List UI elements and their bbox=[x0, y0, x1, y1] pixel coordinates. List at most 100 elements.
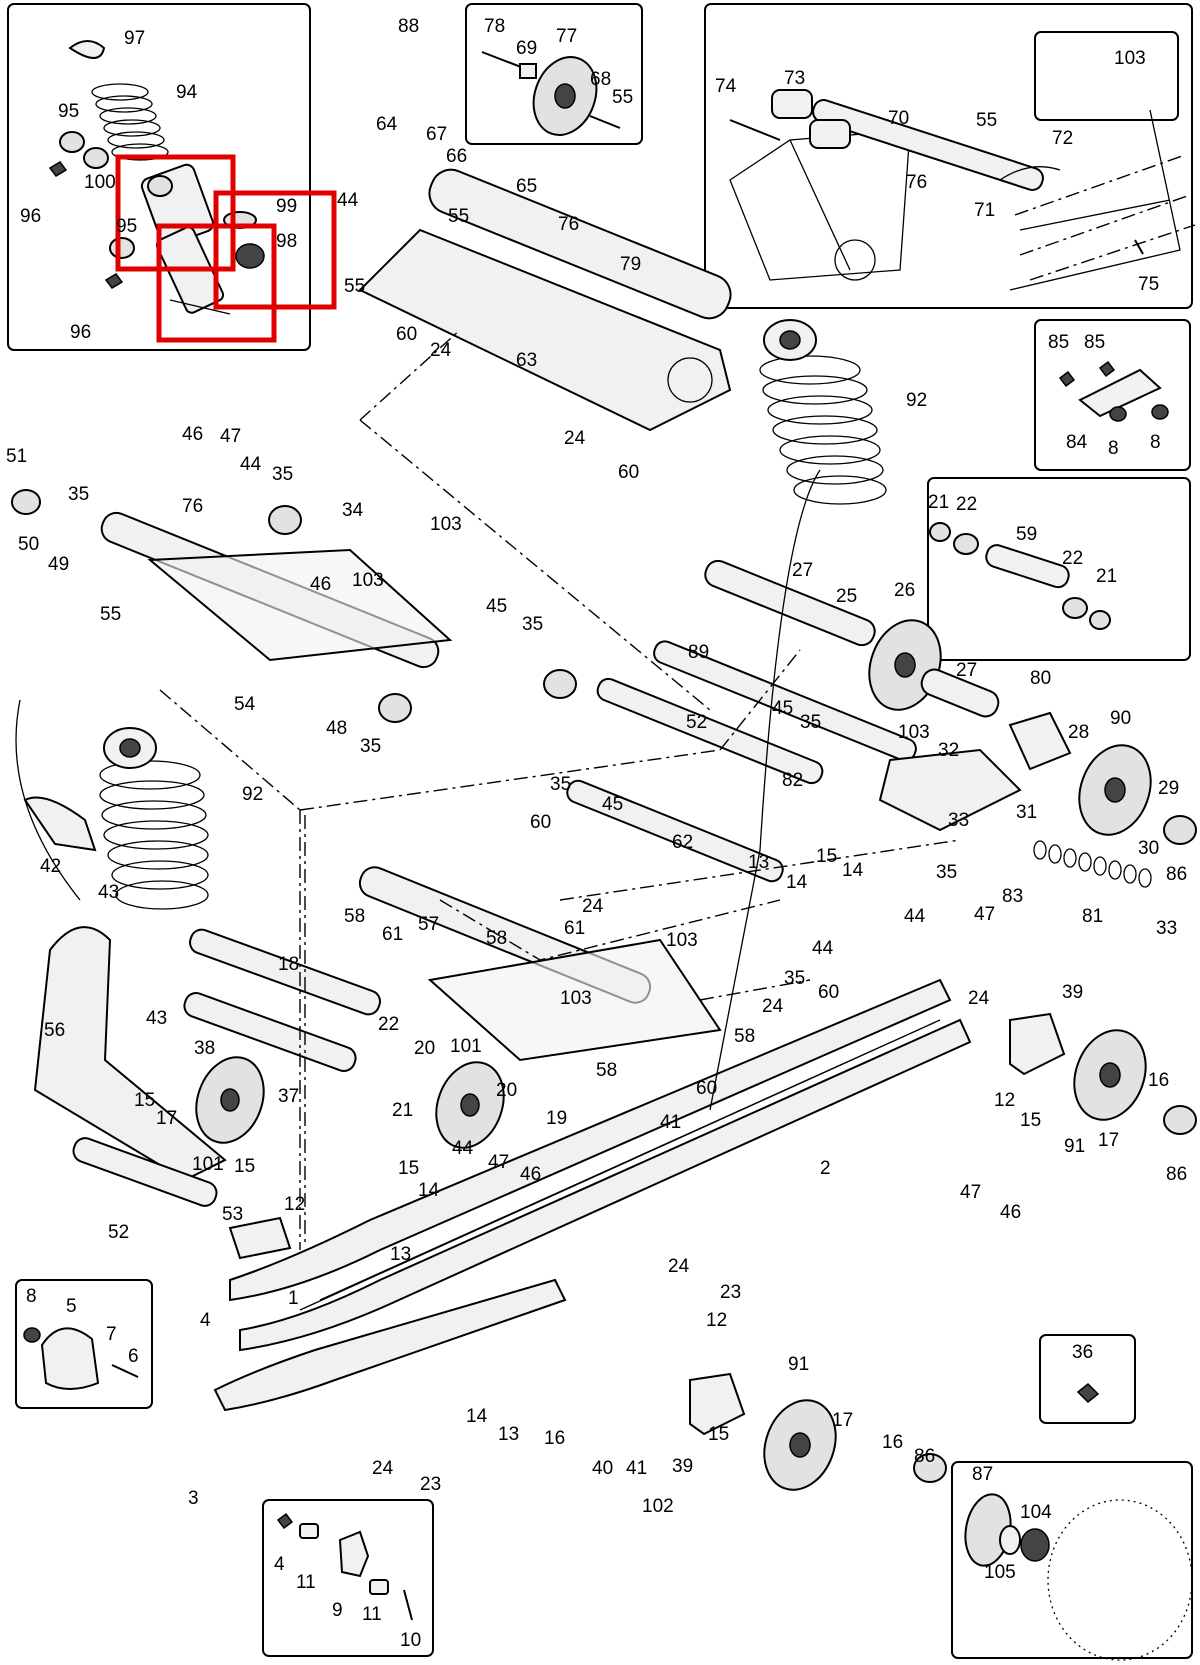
callout-73: 73 bbox=[784, 68, 805, 89]
callout-60: 60 bbox=[530, 812, 551, 833]
callout-13: 13 bbox=[498, 1424, 519, 1445]
callout-39: 39 bbox=[672, 1456, 693, 1477]
callout-61: 61 bbox=[564, 918, 585, 939]
callout-103: 103 bbox=[1114, 48, 1146, 69]
callout-86: 86 bbox=[1166, 1164, 1187, 1185]
callout-44: 44 bbox=[812, 938, 834, 959]
callout-22: 22 bbox=[1062, 548, 1083, 569]
callout-35: 35 bbox=[800, 712, 821, 733]
callout-24: 24 bbox=[564, 428, 586, 449]
callout-35: 35 bbox=[68, 484, 89, 505]
callout-47: 47 bbox=[960, 1182, 981, 1203]
callout-45: 45 bbox=[602, 794, 623, 815]
callout-60: 60 bbox=[696, 1078, 717, 1099]
highlight-boxes bbox=[115, 154, 337, 343]
callout-57: 57 bbox=[418, 914, 439, 935]
callout-15: 15 bbox=[1020, 1110, 1041, 1131]
callout-43: 43 bbox=[146, 1008, 167, 1029]
callout-45: 45 bbox=[486, 596, 507, 617]
callout-32: 32 bbox=[938, 740, 959, 761]
callout-80: 80 bbox=[1030, 668, 1051, 689]
callout-27: 27 bbox=[956, 660, 977, 681]
callout-31: 31 bbox=[1016, 802, 1037, 823]
callout-labels: 97 94 95 96 100 95 99 98 96 88 78 69 77 … bbox=[6, 16, 1187, 1651]
callout-33: 33 bbox=[948, 810, 969, 831]
callout-11: 11 bbox=[296, 1572, 316, 1593]
callout-62: 62 bbox=[672, 832, 693, 853]
callout-79: 79 bbox=[620, 254, 641, 275]
inset-box-sprocket-detail bbox=[951, 1461, 1193, 1661]
callout-35: 35 bbox=[936, 862, 957, 883]
callout-90: 90 bbox=[1110, 708, 1131, 729]
callout-55: 55 bbox=[344, 276, 365, 297]
callout-51: 51 bbox=[6, 446, 27, 467]
callout-47: 47 bbox=[488, 1152, 509, 1173]
callout-67: 67 bbox=[426, 124, 447, 145]
callout-13: 13 bbox=[390, 1244, 411, 1265]
callout-21: 21 bbox=[928, 492, 949, 513]
callout-65: 65 bbox=[516, 176, 537, 197]
callout-17: 17 bbox=[156, 1108, 177, 1129]
inset-box-wheel-bracket bbox=[465, 3, 643, 145]
lower-cross-shafts bbox=[33, 926, 505, 1207]
callout-88: 88 bbox=[398, 16, 419, 37]
callout-30: 30 bbox=[1138, 838, 1159, 859]
callout-11: 11 bbox=[362, 1604, 382, 1625]
callout-19: 19 bbox=[546, 1108, 567, 1129]
rear-shock-spring-top bbox=[759, 319, 887, 505]
callout-55: 55 bbox=[448, 206, 469, 227]
callout-50: 50 bbox=[18, 534, 39, 555]
callout-86: 86 bbox=[914, 1446, 935, 1467]
callout-53: 53 bbox=[222, 1204, 243, 1225]
callout-45: 45 bbox=[772, 698, 793, 719]
callout-5: 5 bbox=[66, 1296, 77, 1317]
callout-44: 44 bbox=[452, 1138, 474, 1159]
callout-6: 6 bbox=[128, 1346, 139, 1367]
callout-23: 23 bbox=[420, 1474, 441, 1495]
callout-1: 1 bbox=[288, 1288, 299, 1309]
callout-52: 52 bbox=[686, 712, 707, 733]
callout-14: 14 bbox=[418, 1180, 440, 1201]
callout-48: 48 bbox=[326, 718, 347, 739]
callout-76: 76 bbox=[906, 172, 927, 193]
callout-46: 46 bbox=[520, 1164, 541, 1185]
inset-box-slider-shoe bbox=[15, 1279, 153, 1409]
front-swing-arm bbox=[11, 489, 577, 723]
callout-55: 55 bbox=[612, 87, 633, 108]
callout-72: 72 bbox=[1052, 128, 1073, 149]
callout-24: 24 bbox=[762, 996, 784, 1017]
callout-49: 49 bbox=[48, 554, 69, 575]
callout-96: 96 bbox=[70, 322, 91, 343]
callout-55: 55 bbox=[100, 604, 121, 625]
callout-14: 14 bbox=[466, 1406, 488, 1427]
callout-17: 17 bbox=[1098, 1130, 1119, 1151]
callout-89: 89 bbox=[688, 642, 709, 663]
callout-76: 76 bbox=[182, 496, 203, 517]
callout-37: 37 bbox=[278, 1086, 299, 1107]
callout-101: 101 bbox=[450, 1036, 482, 1057]
callout-8: 8 bbox=[1108, 438, 1119, 459]
callout-86: 86 bbox=[1166, 864, 1187, 885]
callout-41: 41 bbox=[660, 1112, 681, 1133]
callout-55: 55 bbox=[976, 110, 997, 131]
callout-68: 68 bbox=[590, 69, 611, 90]
inset-box-torque-arm bbox=[704, 3, 1196, 309]
callout-84: 84 bbox=[1066, 432, 1088, 453]
inset-box-stopper bbox=[1039, 1334, 1136, 1424]
callout-99: 99 bbox=[276, 196, 297, 217]
callout-28: 28 bbox=[1068, 722, 1089, 743]
callout-15: 15 bbox=[816, 846, 837, 867]
callout-58: 58 bbox=[344, 906, 365, 927]
callout-29: 29 bbox=[1158, 778, 1179, 799]
slide-rails bbox=[213, 978, 972, 1412]
callout-14: 14 bbox=[842, 860, 864, 881]
callout-22: 22 bbox=[956, 494, 977, 515]
callout-83: 83 bbox=[1002, 886, 1023, 907]
callout-85: 85 bbox=[1048, 332, 1069, 353]
callout-97: 97 bbox=[124, 28, 145, 49]
callout-20: 20 bbox=[414, 1038, 435, 1059]
callout-95: 95 bbox=[58, 101, 79, 122]
callout-35: 35 bbox=[360, 736, 381, 757]
callout-104: 104 bbox=[1020, 1502, 1052, 1523]
